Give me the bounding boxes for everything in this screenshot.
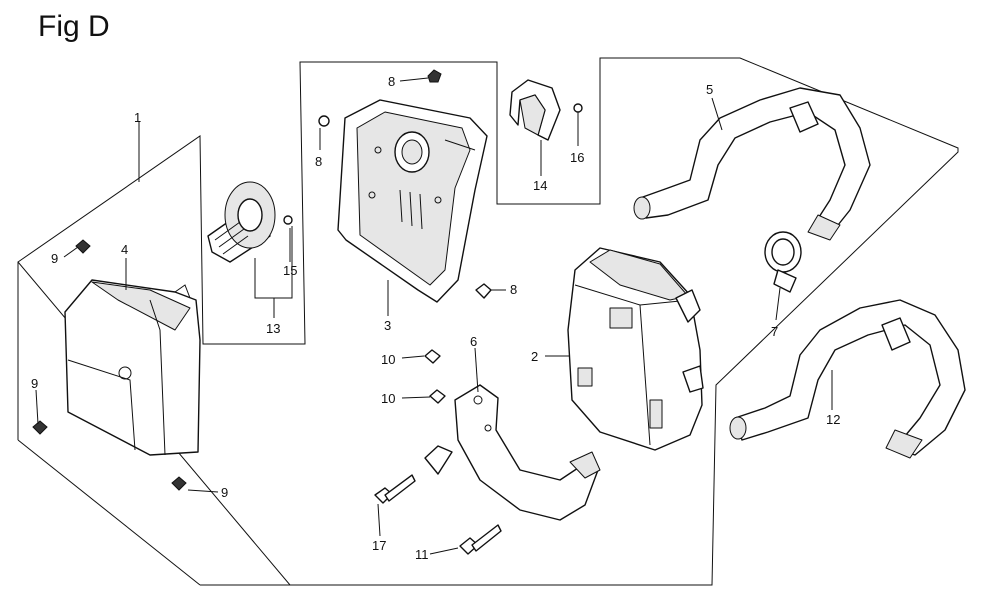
- bolt-17: [374, 474, 416, 504]
- callout-8: 8: [315, 154, 322, 169]
- callout-6: 6: [470, 334, 477, 349]
- callout-1: 1: [134, 110, 141, 125]
- nut-8-top: [427, 69, 442, 83]
- exhaust-pipe-upper: [633, 87, 871, 241]
- bolt-10-upper: [424, 349, 441, 364]
- spark-arrester: [207, 181, 276, 263]
- exhaust-shield-clip: [509, 79, 561, 141]
- callout-11: 11: [415, 547, 429, 562]
- exhaust-pipe-lower: [729, 299, 966, 459]
- callout-12: 12: [826, 412, 840, 427]
- muffler: [567, 247, 704, 451]
- callout-9: 9: [221, 485, 228, 500]
- nut-8-right: [475, 283, 492, 299]
- callout-4: 4: [121, 242, 128, 257]
- screw-16: [573, 103, 583, 113]
- callout-14: 14: [533, 178, 547, 193]
- screw-9-b: [32, 420, 48, 435]
- callout-9: 9: [31, 376, 38, 391]
- group-boundary-left: [17, 57, 959, 586]
- figure-title: Fig D: [38, 10, 110, 43]
- nut-8-left: [318, 115, 330, 127]
- pipe-clamp: [764, 231, 802, 293]
- callout-15: 15: [283, 263, 297, 278]
- callout-9: 9: [51, 251, 58, 266]
- callout-7: 7: [771, 324, 778, 339]
- callout-8: 8: [388, 74, 395, 89]
- bolt-11: [459, 524, 502, 555]
- screw-9-c: [171, 476, 187, 491]
- callout-5: 5: [706, 82, 713, 97]
- muffler-protector: [337, 99, 488, 303]
- callout-16: 16: [570, 150, 584, 165]
- callout-10: 10: [381, 352, 395, 367]
- screw-9-a: [75, 239, 91, 254]
- screw-15: [283, 215, 293, 225]
- callout-3: 3: [384, 318, 391, 333]
- callout-10: 10: [381, 391, 395, 406]
- leader-lines: [35, 77, 833, 555]
- bolt-10-lower: [429, 389, 446, 404]
- callout-17: 17: [372, 538, 386, 553]
- callout-2: 2: [531, 349, 538, 364]
- callout-13: 13: [266, 321, 280, 336]
- callout-8: 8: [510, 282, 517, 297]
- muffler-cover: [64, 279, 201, 456]
- muffler-bracket: [424, 384, 601, 521]
